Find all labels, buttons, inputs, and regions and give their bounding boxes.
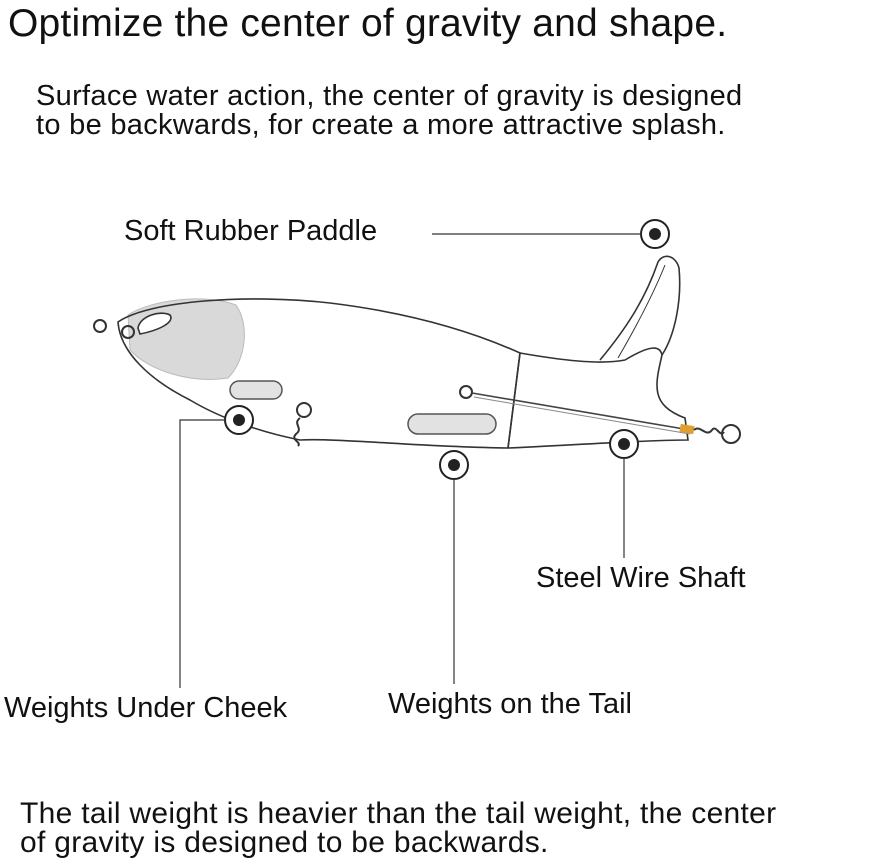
cheek-leader-line [179,419,225,688]
tail-section [507,347,689,449]
tail-weight [407,413,497,435]
intro-text: Surface water action, the center of grav… [36,82,742,140]
label-soft-rubber-paddle: Soft Rubber Paddle [124,215,378,247]
line-tie-ring-icon [93,319,107,333]
intro-line-2: to be backwards, for create a more attra… [36,109,726,141]
rubber-paddle [599,255,681,361]
steel-wire-shaft [459,385,695,435]
rear-swivel-icon [693,424,741,444]
outro-line-1: The tail weight is heavier than the tail… [20,797,777,830]
cheek-weight [229,380,283,400]
label-weights-on-tail: Weights on the Tail [388,688,632,720]
intro-line-1: Surface water action, the center of grav… [36,80,743,112]
page-title: Optimize the center of gravity and shape… [8,2,728,45]
paddle-fold [617,264,666,359]
eye-icon [137,312,172,335]
belly-swivel-icon [293,402,312,447]
front-ring-icon [121,325,135,339]
outro-text: The tail weight is heavier than the tail… [20,797,777,859]
body-outline [117,298,521,449]
outro-line-2: of gravity is designed to be backwards. [20,826,549,859]
label-weights-under-cheek: Weights Under Cheek [4,692,288,724]
cheek-target-icon [224,405,254,435]
paddle-target-icon [640,219,670,249]
shaft-target-icon [609,429,639,459]
tail-target-icon [439,450,469,480]
label-steel-wire-shaft: Steel Wire Shaft [536,562,746,594]
leader-lines [179,233,641,688]
lure-body [117,255,689,449]
